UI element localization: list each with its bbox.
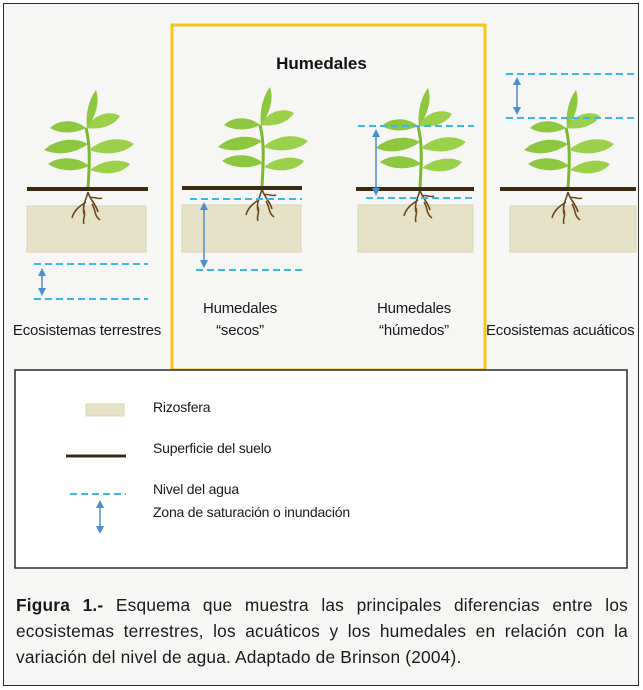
plant	[216, 85, 310, 189]
plant	[374, 86, 468, 190]
dry-wetland-label-line1: Humedales	[202, 300, 278, 317]
wet-wetland-label-line2: “húmedos”	[379, 322, 449, 339]
rhizosphere-block	[357, 204, 474, 253]
rhizosphere-block	[509, 205, 637, 253]
terrestrial-ecosystem-panel	[26, 88, 148, 300]
legend-rhizosphere-label: Rizosfera	[153, 399, 211, 415]
aquatic-label: Ecosistemas acuáticos	[486, 322, 635, 339]
plant	[42, 88, 136, 192]
legend-saturation-label: Zona de saturación o inundación	[153, 504, 350, 520]
caption-text: Esquema que muestra las principales dife…	[16, 595, 628, 667]
terrestrial-label: Ecosistemas terrestres	[12, 322, 162, 339]
wetlands-title: Humedales	[276, 54, 367, 73]
legend-box	[14, 369, 628, 569]
wet-wetland-label-line1: Humedales	[376, 300, 452, 317]
wet-wetland-panel	[356, 86, 474, 253]
aquatic-ecosystem-panel	[500, 73, 637, 253]
rhizosphere-block	[26, 205, 147, 253]
caption-label: Figura 1.-	[16, 595, 104, 615]
dry-wetland-label-line2: “secos”	[216, 322, 264, 339]
figure-caption: Figura 1.- Esquema que muestra las princ…	[16, 592, 628, 670]
legend	[14, 369, 628, 569]
rhizosphere-block	[181, 204, 302, 253]
dry-wetland-panel	[181, 85, 310, 271]
plant	[522, 88, 616, 192]
legend-water-level-label: Nivel del agua	[153, 481, 239, 497]
legend-soil-surface-label: Superficie del suelo	[153, 440, 272, 456]
legend-rhizosphere-swatch	[85, 403, 125, 417]
